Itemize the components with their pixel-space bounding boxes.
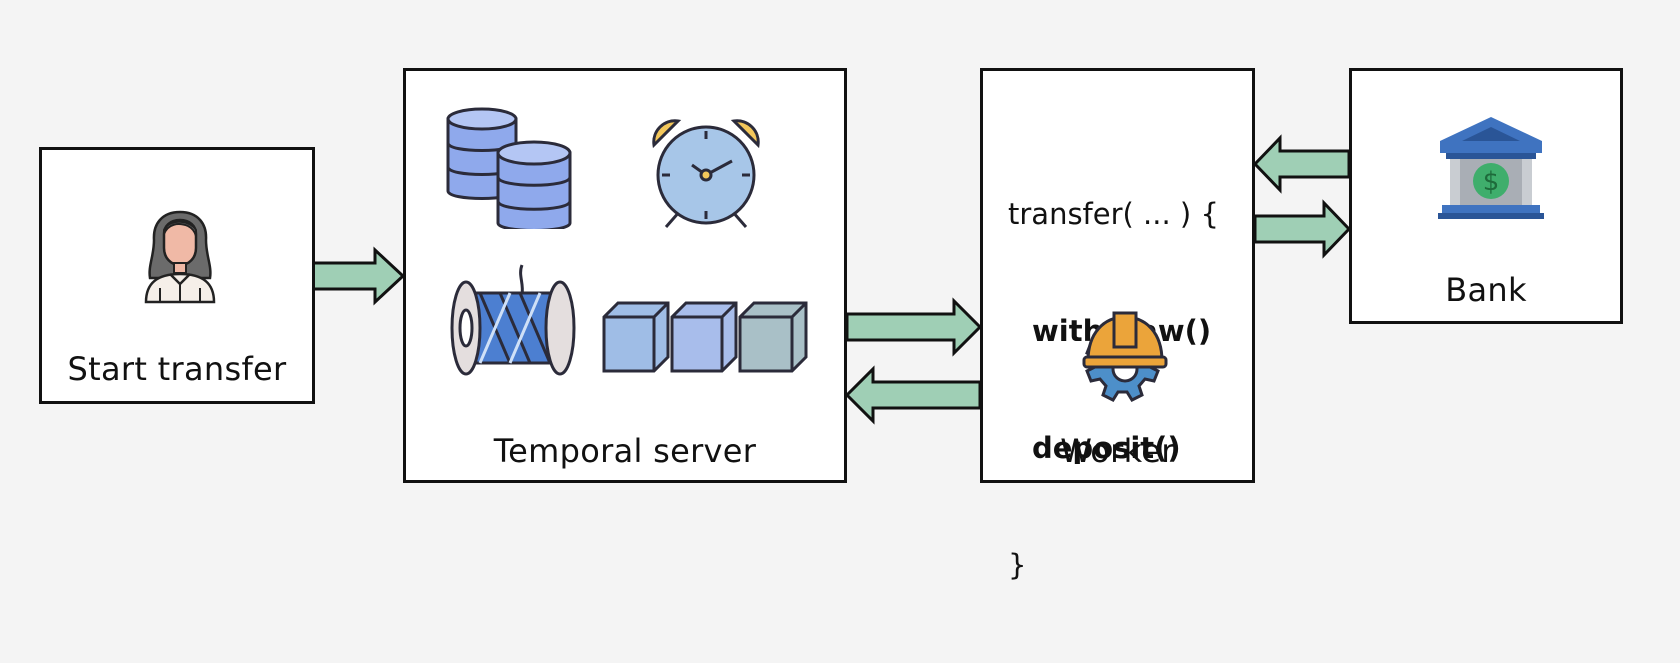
alarm-clock-icon (652, 119, 760, 228)
arrow-server-to-worker (845, 297, 983, 357)
arrow-worker-to-server (844, 365, 982, 425)
temporal-server-box: Temporal server (403, 68, 847, 483)
arrow-start-to-server (311, 246, 406, 306)
bank-icon: $ (1438, 117, 1544, 219)
queue-boxes-icon (602, 301, 808, 373)
diagram: Start transfer (39, 68, 1623, 582)
code-close-brace: } (1008, 548, 1027, 582)
temporal-server-label: Temporal server (493, 432, 757, 470)
person-icon (144, 210, 216, 304)
bank-label: Bank (1445, 271, 1527, 309)
arrow-bank-to-worker (1252, 134, 1351, 194)
svg-text:$: $ (1483, 167, 1500, 197)
code-signature: transfer( ... ) { (1008, 197, 1219, 231)
arrow-worker-to-bank (1253, 199, 1352, 259)
start-transfer-label: Start transfer (67, 350, 287, 388)
thread-spool-icon (450, 264, 576, 376)
bank-box: $ Bank (1349, 68, 1623, 324)
arrows-layer (311, 134, 1352, 425)
code-deposit-call: deposit() (1032, 431, 1181, 465)
worker-label: Worker (1060, 432, 1175, 470)
database-icon (446, 107, 572, 229)
worker-box: transfer( ... ) { withdraw() deposit() }… (980, 68, 1255, 582)
start-transfer-box: Start transfer (39, 147, 315, 404)
worker-helmet-gear-icon (1082, 311, 1168, 402)
